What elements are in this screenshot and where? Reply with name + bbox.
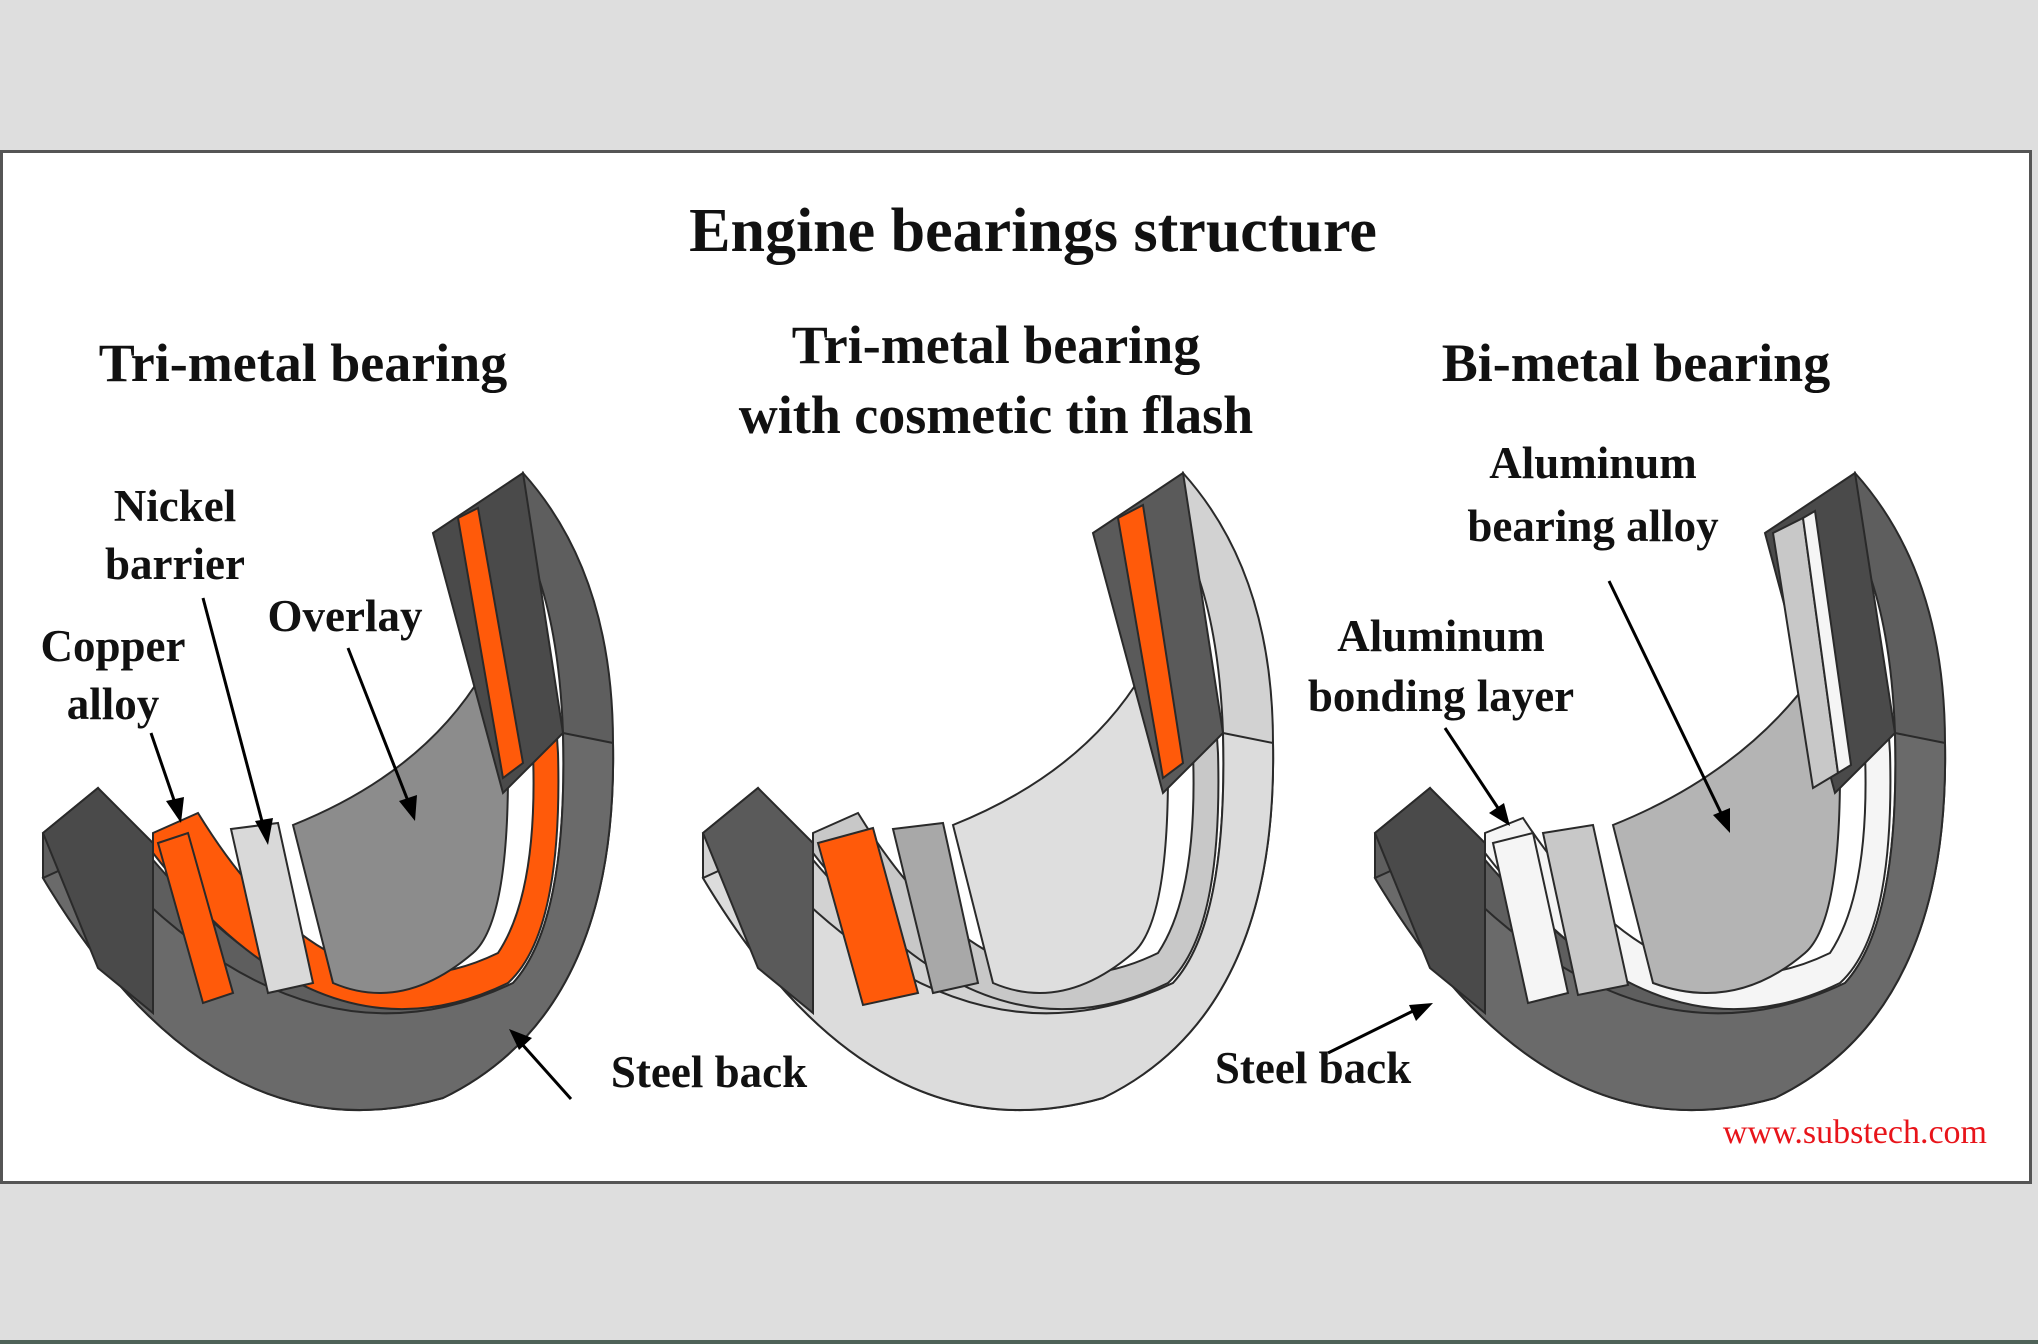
leader-copper <box>149 732 177 804</box>
leader-overlay <box>346 647 410 802</box>
leader-nickel <box>201 597 265 826</box>
panel-tri-metal: Tri-metal bearing Nickel <box>41 333 807 1111</box>
tin-flash-nickel-cut-face <box>891 821 980 995</box>
arrowhead-aluminum-alloy <box>1713 808 1730 833</box>
bearing-diagram: Engine bearings structure Tri-metal bear… <box>41 197 1988 1151</box>
leader-steel-2 <box>1327 1009 1414 1055</box>
top-end-copper <box>456 506 525 780</box>
source-url: www.substech.com <box>1723 1114 1987 1151</box>
label-steel-back-2: Steel back <box>1215 1043 1411 1093</box>
tin-flash-top-copper <box>1116 503 1185 780</box>
leader-steel-1 <box>519 1042 573 1100</box>
diagram-frame: Engine bearings structure Tri-metal bear… <box>0 150 2032 1184</box>
label-copper-alloy: Copper <box>41 621 186 671</box>
bottom-edge-bar <box>0 1340 2038 1344</box>
label-steel-back-1: Steel back <box>611 1047 807 1097</box>
diagram-title: Engine bearings structure <box>689 197 1377 265</box>
tin-flash-bearing-shape <box>701 470 1275 1111</box>
left-end-cap <box>41 786 154 1016</box>
label-aluminum-bonding-layer: Aluminum <box>1337 611 1545 661</box>
leader-aluminum-alloy <box>1607 580 1723 814</box>
leader-bonding <box>1443 727 1500 809</box>
copper-alloy-cut-face <box>156 831 235 1005</box>
tri-metal-bearing-shape <box>41 470 615 1111</box>
panel-3-header: Bi-metal bearing <box>1442 333 1830 393</box>
label-copper-alloy-line2: alloy <box>67 679 160 729</box>
bi-metal-top-bonding <box>1801 509 1853 775</box>
bi-metal-steel-front <box>1373 731 1947 1111</box>
panel-1-header: Tri-metal bearing <box>99 333 507 393</box>
tin-flash-front-face <box>701 731 1275 1111</box>
steel-back-front-face <box>41 731 615 1111</box>
label-nickel-barrier: Nickel <box>114 481 236 531</box>
arrowhead-copper <box>166 797 184 823</box>
tin-flash-left-end-cap <box>701 786 814 1016</box>
panel-tri-metal-tin-flash: Tri-metal bearing with cosmetic tin flas… <box>701 315 1275 1111</box>
label-aluminum-bearing-alloy-line2: bearing alloy <box>1467 501 1719 551</box>
arrowhead-steel-2 <box>1409 1003 1433 1021</box>
bi-metal-bonding-cut-face <box>1491 831 1570 1005</box>
tin-flash-copper-cut-face <box>816 826 920 1007</box>
panel-2-header: Tri-metal bearing <box>792 315 1200 375</box>
bi-metal-alloy-cut-face <box>1541 823 1630 997</box>
panel-bi-metal: Bi-metal bearing Aluminum bearing alloy … <box>1215 333 1947 1111</box>
bi-metal-left-end-cap <box>1373 786 1486 1016</box>
tin-flash-inner-surface <box>951 671 1170 994</box>
arrowhead-overlay <box>399 795 417 821</box>
bi-metal-bearing-shape <box>1373 470 1947 1111</box>
arrowhead-bonding <box>1489 803 1510 826</box>
label-nickel-barrier-line2: barrier <box>105 539 245 589</box>
label-aluminum-bonding-layer-line2: bonding layer <box>1308 671 1574 721</box>
panel-2-header-line2: with cosmetic tin flash <box>739 385 1253 445</box>
overlay-surface <box>291 671 510 994</box>
arrowhead-steel-1 <box>509 1029 532 1050</box>
label-aluminum-bearing-alloy: Aluminum <box>1489 438 1697 488</box>
arrowhead-nickel <box>255 818 273 845</box>
label-overlay: Overlay <box>268 591 423 641</box>
